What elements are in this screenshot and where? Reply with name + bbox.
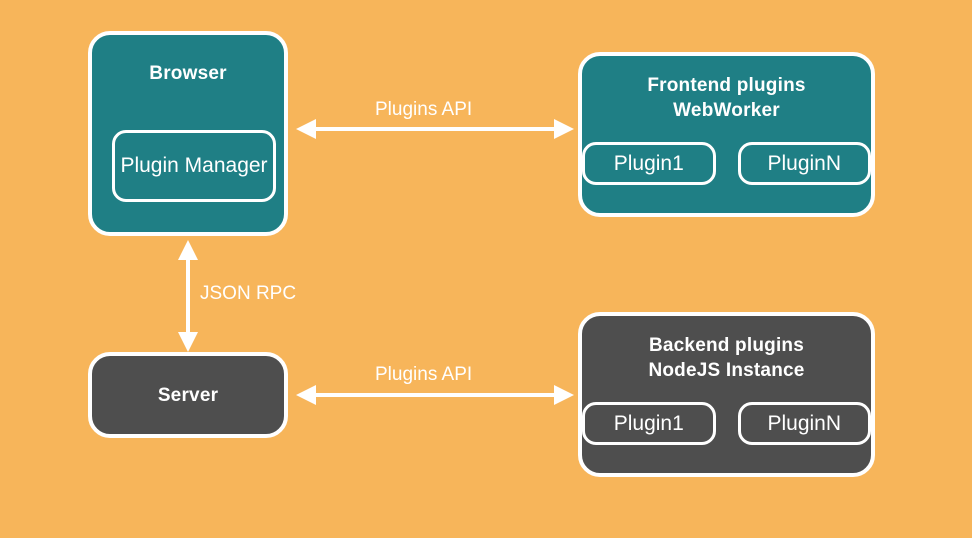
subnode-backend-pluginn[interactable]: PluginN <box>737 402 871 445</box>
node-browser-title: Browser <box>149 63 227 84</box>
edge-label-json-rpc: JSON RPC <box>200 283 297 304</box>
node-browser[interactable]: Browser Plugin Manager <box>88 31 288 236</box>
node-server-title: Server <box>157 384 219 406</box>
subnode-backend-pluginn-label: PluginN <box>767 411 842 435</box>
arrow-browser-server <box>178 240 198 352</box>
edge-label-plugins-api-backend: Plugins API <box>375 364 473 385</box>
subnode-frontend-plugin1-label: Plugin1 <box>613 151 684 175</box>
subnode-backend-plugin1-label: Plugin1 <box>613 411 684 435</box>
arrow-browser-frontend <box>296 119 574 139</box>
node-server[interactable]: Server <box>88 352 288 438</box>
frontend-plugin-list: Plugin1 PluginN <box>582 142 871 185</box>
node-backend-plugins[interactable]: Backend plugins NodeJS Instance Plugin1 … <box>578 312 875 477</box>
node-frontend-plugins-title: Frontend plugins WebWorker <box>647 75 806 121</box>
backend-plugin-list: Plugin1 PluginN <box>582 402 871 445</box>
node-frontend-plugins[interactable]: Frontend plugins WebWorker Plugin1 Plugi… <box>578 52 875 217</box>
edge-label-plugins-api-frontend: Plugins API <box>375 99 473 120</box>
subnode-frontend-pluginn[interactable]: PluginN <box>737 142 871 185</box>
subnode-frontend-plugin1[interactable]: Plugin1 <box>582 142 716 185</box>
subnode-plugin-manager-label: Plugin Manager <box>120 154 268 177</box>
subnode-backend-plugin1[interactable]: Plugin1 <box>582 402 716 445</box>
subnode-plugin-manager[interactable]: Plugin Manager <box>112 130 276 202</box>
subnode-frontend-pluginn-label: PluginN <box>767 151 842 175</box>
node-backend-plugins-title: Backend plugins NodeJS Instance <box>648 335 805 381</box>
arrow-server-backend <box>296 385 574 405</box>
